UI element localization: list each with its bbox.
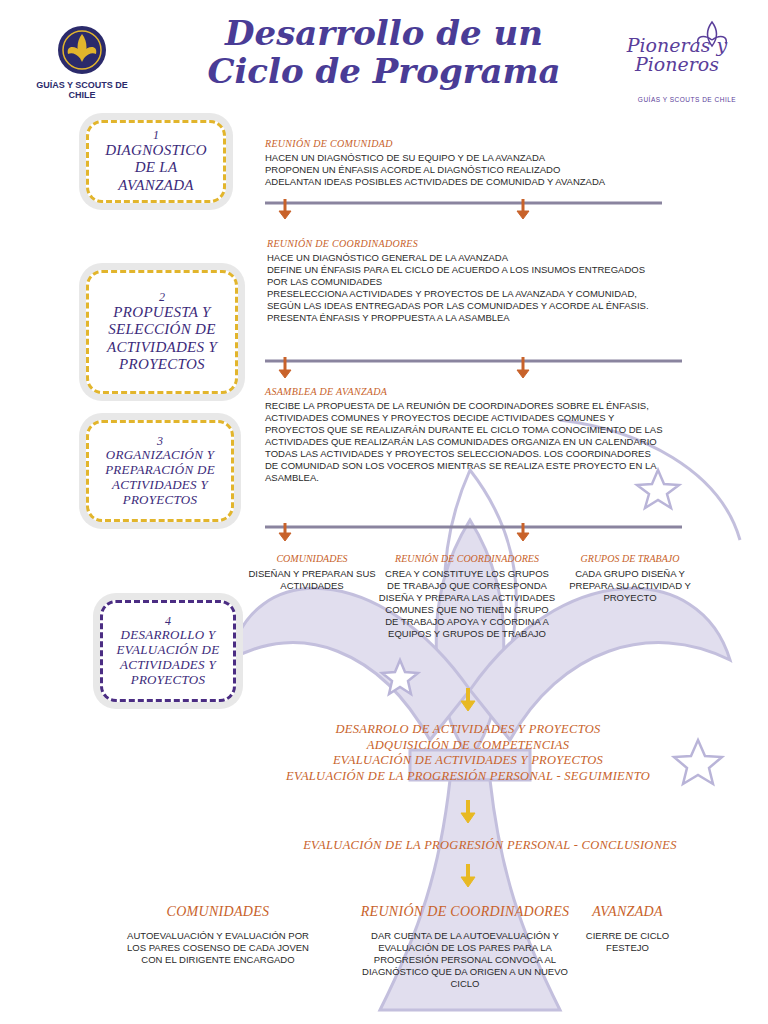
body-text: PROPONEN UN ÉNFASIS ACORDE AL DIAGNÓSTIC…	[265, 164, 675, 176]
step-number: 2	[159, 291, 165, 304]
body-text: CADA GRUPO DISEÑA Y PREPARA SU ACTIVIDAD…	[560, 568, 700, 604]
body-text: CREA Y CONSTITUYE LOS GRUPOS DE TRABAJO …	[378, 568, 556, 640]
body-text: DAR CUENTA DE LA AUTOEVALUACIÓN Y EVALUA…	[355, 930, 575, 990]
flow-step: ADQUISICIÓN DE COMPETENCIAS	[238, 738, 698, 754]
step-title: DESARROLLO Y EVALUACIÓN DE ACTIVIDADES Y…	[111, 628, 225, 688]
body-text: HACE UN DIAGNÓSTICO GENERAL DE LA AVANZA…	[267, 252, 657, 264]
body-text: PRESELECCIONA ACTIVIDADES Y PROYECTOS DE…	[267, 288, 657, 324]
timeline-bar	[265, 203, 682, 527]
down-arrow	[279, 199, 529, 541]
step-box: 4DESARROLLO Y EVALUACIÓN DE ACTIVIDADES …	[100, 600, 236, 702]
text-group: REUNIÓN DE COMUNIDAD HACEN UN DIAGNÓSTICO…	[265, 138, 675, 188]
column-heading: GRUPOS DE TRABAJO	[560, 553, 700, 564]
diagram-title: Desarrollo de un Ciclo de Programa	[174, 14, 594, 90]
section-heading: ASAMBLEA DE AVANZADA	[265, 386, 665, 397]
org-name: GUÍAS Y SCOUTS DE CHILE	[622, 96, 752, 103]
org-name: GUÍAS Y SCOUTS DE CHILE	[32, 80, 132, 101]
body-text: DISEÑAN Y PREPARAN SUS ACTIVIDADES	[237, 568, 387, 592]
text-group: DESARROLO DE ACTIVIDADES Y PROYECTOSADQU…	[238, 722, 698, 785]
section-heading: REUNIÓN DE COORDINADORES	[267, 238, 657, 249]
step-number: 4	[165, 615, 171, 628]
brand-name: Pioneras y Pioneros	[612, 36, 742, 74]
text-group: EVALUACIÓN DE LA PROGRESIÓN PERSONAL - C…	[270, 838, 710, 854]
column-heading: REUNIÓN DE COORDINADORES	[378, 553, 556, 564]
column-heading: COMUNIDADES	[237, 553, 387, 564]
section-heading: REUNIÓN DE COMUNIDAD	[265, 138, 675, 149]
text-group: AVANZADA CIERRE DE CICLO FESTEJO	[570, 904, 685, 954]
column-heading: AVANZADA	[570, 904, 685, 920]
fleur-watermark	[230, 420, 740, 1010]
step-title: PROPUESTA Y SELECCIÓN DE ACTIVIDADES Y P…	[97, 304, 227, 373]
step-number: 3	[157, 435, 163, 448]
flow-step: DESARROLO DE ACTIVIDADES Y PROYECTOS	[238, 722, 698, 738]
column-heading: COMUNIDADES	[118, 904, 318, 920]
text-group: Pioneras y Pioneros	[612, 36, 742, 74]
text-group: REUNIÓN DE COORDINADORES DAR CUENTA DE LA…	[355, 904, 575, 990]
scout-logo	[58, 26, 106, 74]
text-group: GUÍAS Y SCOUTS DE CHILE	[32, 80, 132, 101]
step-title: ORGANIZACIÓN Y PREPARACIÓN DE ACTIVIDADE…	[97, 448, 223, 508]
step-number: 1	[153, 129, 159, 142]
flow-step: EVALUACIÓN DE ACTIVIDADES Y PROYECTOS	[238, 753, 698, 769]
text-group: GUÍAS Y SCOUTS DE CHILE	[622, 96, 752, 103]
body-text: RECIBE LA PROPUESTA DE LA REUNIÓN DE COO…	[265, 400, 665, 484]
step-box: 3ORGANIZACIÓN Y PREPARACIÓN DE ACTIVIDAD…	[86, 420, 234, 522]
text-group: GRUPOS DE TRABAJO CADA GRUPO DISEÑA Y PRE…	[560, 553, 700, 604]
text-group: ASAMBLEA DE AVANZADA RECIBE LA PROPUESTA …	[265, 386, 665, 484]
text-group: REUNIÓN DE COORDINADORES CREA Y CONSTITUY…	[378, 553, 556, 640]
step-box: 1DIAGNOSTICO DE LA AVANZADA	[86, 120, 226, 203]
text-group: COMUNIDADES AUTOEVALUACIÓN Y EVALUACIÓN P…	[118, 904, 318, 966]
body-text: AUTOEVALUACIÓN Y EVALUACIÓN POR LOS PARE…	[118, 930, 318, 966]
step-title: DIAGNOSTICO DE LA AVANZADA	[97, 142, 215, 194]
text-group: REUNIÓN DE COORDINADORES HACE UN DIAGNÓST…	[267, 238, 657, 324]
flow-arrow	[461, 688, 475, 887]
column-heading: REUNIÓN DE COORDINADORES	[355, 904, 575, 920]
step-box: 2PROPUESTA Y SELECCIÓN DE ACTIVIDADES Y …	[86, 270, 238, 394]
flow-step: EVALUACIÓN DE LA PROGRESIÓN PERSONAL - S…	[238, 769, 698, 785]
text-group: COMUNIDADES DISEÑAN Y PREPARAN SUS ACTIVI…	[237, 553, 387, 592]
body-text: CIERRE DE CICLO FESTEJO	[570, 930, 685, 954]
body-text: HACEN UN DIAGNÓSTICO DE SU EQUIPO Y DE L…	[265, 152, 675, 164]
body-text: ADELANTAN IDEAS POSIBLES ACTIVIDADES DE …	[265, 176, 675, 188]
body-text: DEFINE UN ÉNFASIS PARA EL CICLO DE ACUER…	[267, 264, 657, 288]
flow-step: EVALUACIÓN DE LA PROGRESIÓN PERSONAL - C…	[270, 838, 710, 854]
